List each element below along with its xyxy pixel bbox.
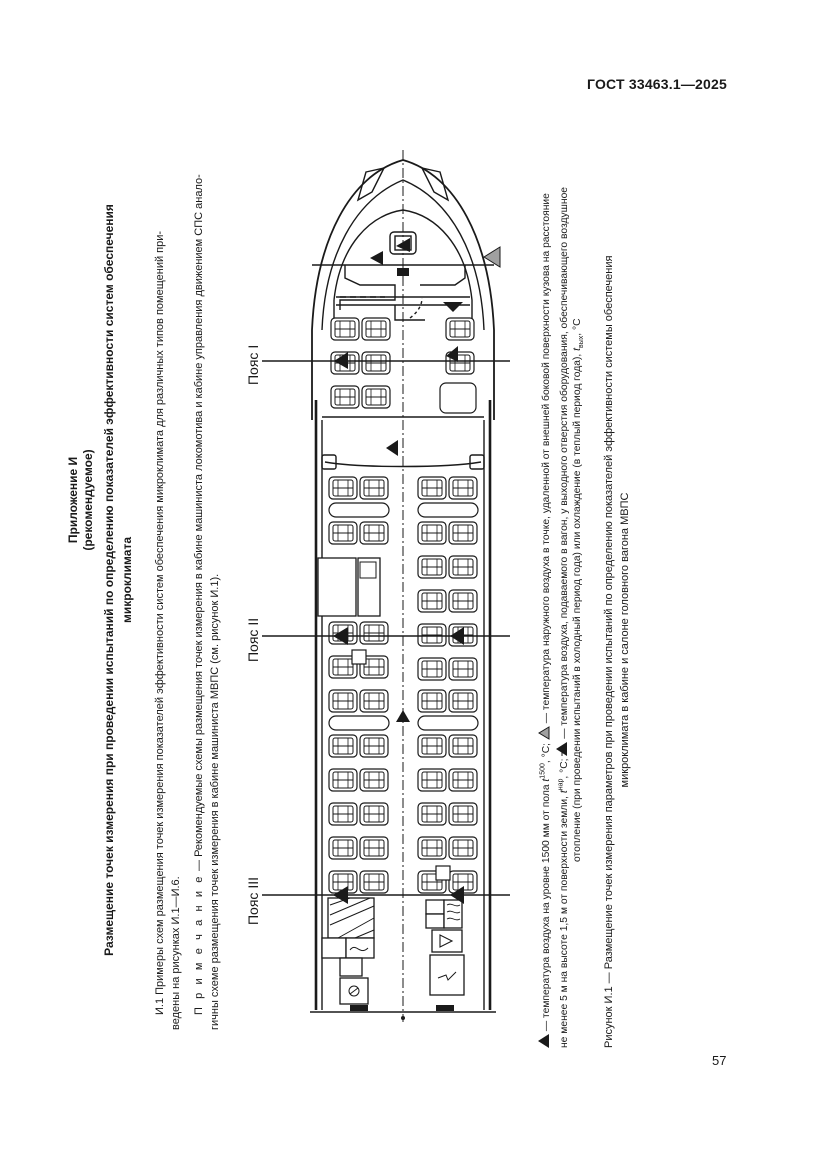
black-right-triangle-icon — [556, 741, 567, 756]
note-text: — Рекомендуемые схемы размещения точек и… — [193, 174, 205, 875]
appendix-label: Приложение И — [66, 456, 80, 544]
appendix-title-line2: микроклимата — [120, 537, 134, 624]
legend-line1: — температура воздуха на уровне 1500 мм … — [538, 193, 552, 1048]
appendix-status: (рекомендуемое) — [81, 449, 95, 551]
standard-header: ГОСТ 33463.1—2025 — [587, 76, 727, 92]
page-number: 57 — [712, 1053, 727, 1068]
belt-label-3: Пояс III — [245, 877, 261, 925]
note-line2: гичны схеме размещения точек измерения в… — [209, 573, 221, 1030]
figure-caption-line1: Рисунок И.1 — Размещение точек измерения… — [603, 255, 615, 1048]
black-triangle-icon — [538, 1034, 549, 1048]
note-label: П р и м е ч а н и е — [193, 874, 205, 1015]
grey-triangle-icon — [538, 726, 550, 741]
legend-line2: не менее 5 м на высоте 1,5 м от поверхно… — [556, 186, 570, 1048]
note-line1: П р и м е ч а н и е — Рекомендуемые схем… — [193, 174, 205, 1015]
appendix-title-line1: Размещение точек измерения при проведени… — [102, 204, 116, 956]
paragraph-line1: И.1 Примеры схем размещения точек измере… — [154, 230, 166, 1015]
belt-label-1: Пояс I — [245, 345, 261, 385]
supply-air-marker — [396, 710, 410, 722]
figure-caption-line2: микроклимата в кабине и салоне головного… — [619, 492, 631, 788]
measurement-markers-interior — [333, 238, 464, 904]
train-car-diagram: Пояс I Пояс II Пояс III — [245, 150, 510, 1022]
belt-label-2: Пояс II — [245, 618, 261, 662]
legend-line3: отопление (при проведении испытаний в хо… — [572, 318, 586, 862]
paragraph-line2: ведены на рисунках И.1—И.6. — [170, 876, 182, 1030]
outside-air-marker — [483, 246, 501, 268]
